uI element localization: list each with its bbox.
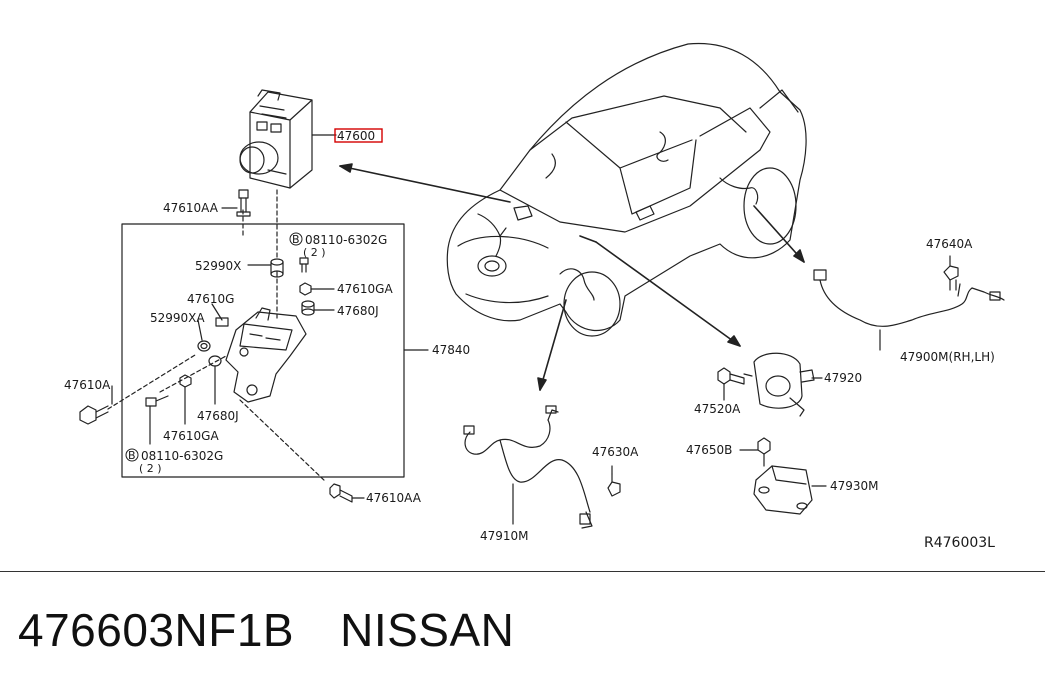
label-47610ga-right[interactable]: 47610GA [337, 282, 393, 296]
label-47840[interactable]: 47840 [432, 343, 470, 357]
label-08110-bottom-qty: ( 2 ) [139, 462, 162, 475]
grommet-52990x [270, 258, 284, 278]
yaw-rate-sensor [743, 352, 815, 417]
label-47650b[interactable]: 47650B [686, 443, 732, 457]
label-08110-top[interactable]: 08110-6302G [305, 233, 387, 247]
bolt-47610aa-bottom [329, 483, 353, 503]
label-47930m[interactable]: 47930M [830, 479, 879, 493]
bolt-08110-top [299, 257, 309, 273]
abs-actuator-unit [239, 89, 313, 189]
label-47910m[interactable]: 47910M [480, 529, 529, 543]
label-47610g[interactable]: 47610G [187, 292, 234, 306]
bolt-47610a [79, 405, 109, 425]
callout-arrows [339, 163, 805, 391]
label-47610a[interactable]: 47610A [64, 378, 111, 392]
parts-diagram: B B 47600 47610AA 08110-6302G ( 2 ) 5299… [64, 42, 1005, 551]
vehicle-outline [446, 42, 807, 337]
footer: 476603NF1B NISSAN [18, 600, 514, 660]
front-sensor-harness [463, 405, 593, 529]
label-08110-top-qty: ( 2 ) [303, 246, 326, 259]
label-47900m[interactable]: 47900M(RH,LH) [900, 350, 995, 364]
g-sensor [753, 465, 813, 515]
label-47610ga-bottom[interactable]: 47610GA [163, 429, 219, 443]
drawing-code: R476003L [924, 535, 995, 551]
bolt-47610aa-top [236, 189, 251, 217]
label-47640a[interactable]: 47640A [926, 237, 973, 251]
label-08110-bottom[interactable]: 08110-6302G [141, 449, 223, 463]
label-52990xa[interactable]: 52990XA [150, 311, 205, 325]
label-47680j-right[interactable]: 47680J [337, 304, 379, 318]
svg-text:B: B [128, 449, 136, 462]
part-number: 476603NF1B [18, 604, 295, 656]
bolt-marker-symbols: B B [125, 232, 303, 462]
label-47600[interactable]: 47600 [337, 129, 375, 143]
label-47610aa-bottom[interactable]: 47610AA [366, 491, 422, 505]
brand-name: NISSAN [340, 604, 515, 656]
label-47920[interactable]: 47920 [824, 371, 862, 385]
label-47520a[interactable]: 47520A [694, 402, 741, 416]
bracket-plate [225, 307, 307, 403]
footer-divider [0, 571, 1045, 572]
rear-sensor-harness [813, 269, 1005, 351]
label-52990x[interactable]: 52990X [195, 259, 241, 273]
label-47680j-bottom[interactable]: 47680J [197, 409, 239, 423]
highlighted-part-box [334, 128, 383, 143]
svg-text:B: B [292, 233, 300, 246]
label-47610aa-top[interactable]: 47610AA [163, 201, 219, 215]
label-47630a[interactable]: 47630A [592, 445, 639, 459]
